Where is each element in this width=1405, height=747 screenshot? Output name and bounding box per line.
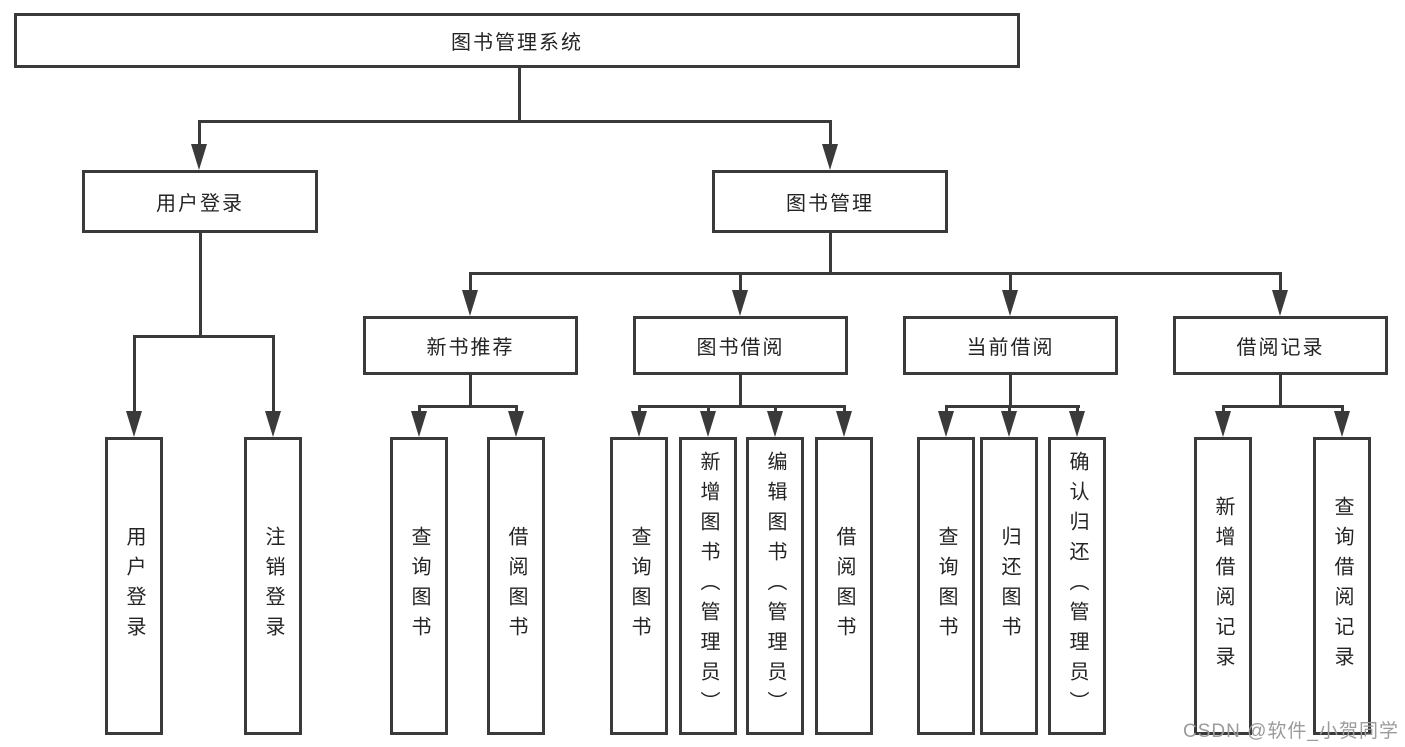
connector-root-stem — [517, 68, 521, 120]
leaf-query-borrow-record: 查询借阅记录 — [1313, 437, 1371, 735]
leaf-label: 注销登录 — [262, 526, 284, 646]
leaf-label: 查询图书 — [935, 526, 957, 646]
connector-drop — [1007, 405, 1011, 413]
leaf-user-login: 用户登录 — [105, 437, 163, 735]
leaf-query-books-borrow: 查询图书 — [610, 437, 668, 735]
connector-root-rail — [197, 120, 832, 123]
leaf-label: 新增借阅记录 — [1212, 496, 1234, 676]
connector-book-borrow-rail — [637, 405, 846, 408]
leaf-edit-books-admin: 编辑图书（管理员） — [746, 437, 804, 735]
connector-drop-book-borrow — [738, 272, 742, 292]
connector-drop — [1221, 405, 1225, 413]
connector-book-mgmt-rail — [468, 272, 1282, 275]
arrowhead — [1001, 411, 1017, 437]
leaf-return-books: 归还图书 — [980, 437, 1038, 735]
arrowhead — [508, 411, 524, 437]
connector-borrow-records-stem — [1278, 375, 1282, 407]
connector-new-books-rail — [417, 405, 518, 408]
connector-drop — [842, 405, 846, 413]
arrowhead-leaf-login — [126, 411, 142, 437]
arrowhead — [938, 411, 954, 437]
connector-drop — [1075, 405, 1079, 413]
connector-drop-borrow-records — [1278, 272, 1282, 292]
connector-drop — [637, 405, 641, 413]
leaf-query-books-recommend: 查询图书 — [390, 437, 448, 735]
connector-book-borrow-stem — [738, 375, 742, 407]
arrowhead — [411, 411, 427, 437]
node-user-login: 用户登录 — [82, 170, 318, 233]
node-label: 新书推荐 — [426, 337, 515, 359]
arrowhead — [1334, 411, 1350, 437]
node-label: 借阅记录 — [1236, 337, 1325, 359]
connector-drop-leaf-login — [132, 335, 136, 413]
connector-drop-current-borrow — [1008, 272, 1012, 292]
leaf-label: 借阅图书 — [505, 526, 527, 646]
leaf-label: 查询图书 — [408, 526, 430, 646]
arrowhead-borrow-records — [1272, 290, 1288, 316]
connector-current-borrow-stem — [1008, 375, 1012, 407]
leaf-borrow-books: 借阅图书 — [815, 437, 873, 735]
connector-drop — [944, 405, 948, 413]
leaf-label: 查询图书 — [628, 526, 650, 646]
node-borrowing-records: 借阅记录 — [1173, 316, 1388, 375]
connector-user-login-rail — [132, 335, 275, 338]
node-library-management-system: 图书管理系统 — [14, 13, 1020, 68]
connector-drop-user-login — [197, 120, 201, 146]
connector-drop — [706, 405, 710, 413]
connector-new-books-stem — [468, 375, 472, 407]
arrowhead-new-books — [462, 290, 478, 316]
leaf-label: 确认归还（管理员） — [1066, 451, 1088, 721]
connector-drop — [417, 405, 421, 413]
leaf-add-books-admin: 新增图书（管理员） — [679, 437, 737, 735]
connector-book-mgmt-stem — [828, 233, 832, 272]
arrowhead — [767, 411, 783, 437]
connector-drop-leaf-logout — [271, 335, 275, 413]
arrowhead — [700, 411, 716, 437]
connector-drop — [1340, 405, 1344, 413]
connector-drop — [773, 405, 777, 413]
leaf-logout: 注销登录 — [244, 437, 302, 735]
node-label: 用户登录 — [156, 193, 244, 215]
arrowhead-current-borrow — [1002, 290, 1018, 316]
connector-drop-new-books — [468, 272, 472, 292]
csdn-watermark: CSDN @软件_小贺同学 — [1183, 721, 1399, 742]
node-book-management: 图书管理 — [712, 170, 948, 233]
arrowhead-book-borrow — [732, 290, 748, 316]
leaf-add-borrow-record: 新增借阅记录 — [1194, 437, 1252, 735]
leaf-label: 用户登录 — [123, 526, 145, 646]
arrowhead — [836, 411, 852, 437]
node-new-book-recommend: 新书推荐 — [363, 316, 578, 375]
leaf-label: 编辑图书（管理员） — [764, 451, 786, 721]
arrowhead-leaf-logout — [265, 411, 281, 437]
node-book-borrowing: 图书借阅 — [633, 316, 848, 375]
arrowhead-book-mgmt — [822, 144, 838, 170]
node-label: 图书管理系统 — [451, 32, 583, 54]
leaf-borrow-books-recommend: 借阅图书 — [487, 437, 545, 735]
arrowhead-user-login — [191, 144, 207, 170]
connector-borrow-records-rail — [1221, 405, 1344, 408]
arrowhead — [1215, 411, 1231, 437]
connector-current-borrow-rail — [944, 405, 1080, 408]
leaf-label: 归还图书 — [998, 526, 1020, 646]
leaf-confirm-return-admin: 确认归还（管理员） — [1048, 437, 1106, 735]
arrowhead — [1069, 411, 1085, 437]
leaf-label: 新增图书（管理员） — [697, 451, 719, 721]
node-label: 当前借阅 — [966, 337, 1055, 359]
node-label: 图书借阅 — [696, 337, 785, 359]
connector-user-login-stem — [198, 233, 202, 335]
node-current-borrowing: 当前借阅 — [903, 316, 1118, 375]
connector-drop — [514, 405, 518, 413]
arrowhead — [631, 411, 647, 437]
node-label: 图书管理 — [786, 193, 874, 215]
leaf-query-books-current: 查询图书 — [917, 437, 975, 735]
connector-drop-book-mgmt — [828, 120, 832, 146]
leaf-label: 借阅图书 — [833, 526, 855, 646]
leaf-label: 查询借阅记录 — [1331, 496, 1353, 676]
